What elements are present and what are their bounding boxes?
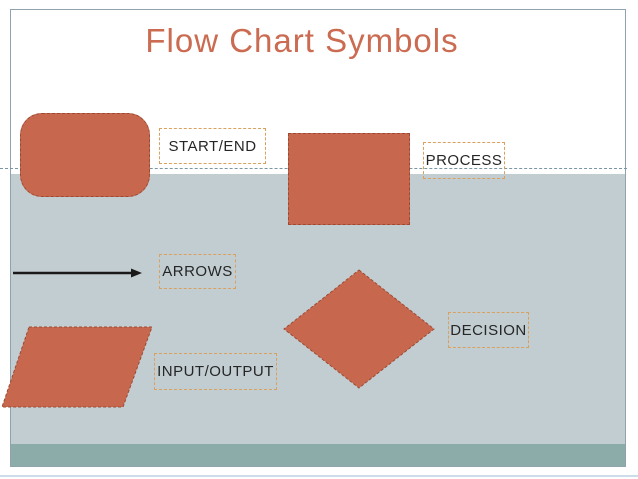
- next-slide-edge: [0, 475, 638, 477]
- label-start-end[interactable]: START/END: [159, 128, 266, 164]
- label-arrows-text: ARROWS: [162, 263, 233, 280]
- label-start-end-text: START/END: [168, 137, 257, 155]
- shape-decision[interactable]: [283, 269, 435, 389]
- slide-footer-band: [11, 444, 625, 466]
- shape-process[interactable]: [288, 133, 410, 225]
- label-process-text: PROCESS: [425, 152, 503, 169]
- page-title: Flow Chart Symbols: [145, 22, 459, 59]
- label-decision[interactable]: DECISION: [448, 312, 529, 348]
- shape-arrow[interactable]: [13, 268, 143, 278]
- label-input-output[interactable]: INPUT/OUTPUT: [154, 353, 277, 390]
- shape-start-end[interactable]: [20, 113, 150, 197]
- label-arrows[interactable]: ARROWS: [159, 254, 236, 289]
- shape-input-output[interactable]: [0, 325, 156, 409]
- label-input-output-text: INPUT/OUTPUT: [157, 363, 274, 380]
- label-decision-text: DECISION: [450, 321, 527, 339]
- label-process[interactable]: PROCESS: [423, 142, 505, 179]
